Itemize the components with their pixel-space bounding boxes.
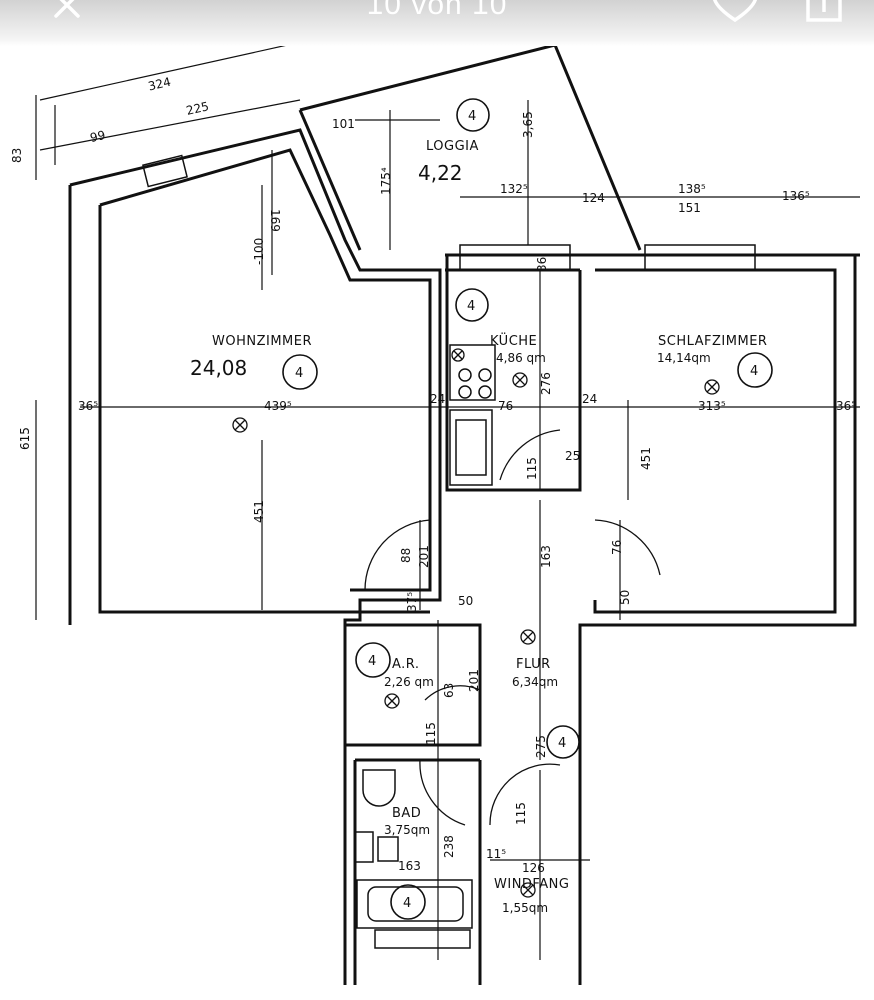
dimension-label: 37⁵ xyxy=(405,592,419,612)
dimension-label: 225 xyxy=(185,99,210,118)
dimension-label: 615 xyxy=(18,427,32,450)
room-marker-wohnzimmer: 4 xyxy=(295,366,304,381)
dimension-label: 11⁵ xyxy=(486,847,506,861)
dimension-label: 451 xyxy=(252,500,266,523)
dimension-label: 175⁴ xyxy=(379,167,393,195)
dimension-label: 201 xyxy=(417,545,431,568)
dimension-label: 324 xyxy=(147,75,172,94)
dimension-label: 63 xyxy=(442,683,456,698)
room-marker-loggia: 4 xyxy=(468,109,477,124)
windows xyxy=(142,154,756,949)
viewer-top-bar: 10 von 10 xyxy=(0,0,874,46)
dimension-label: 275 xyxy=(534,735,548,758)
room-marker-bad: 4 xyxy=(403,896,412,911)
room-area-bad: 3,75qm xyxy=(384,823,430,837)
dimension-label: 83 xyxy=(10,148,24,163)
dimension-label: 24 xyxy=(430,392,445,406)
kitchen-appliances xyxy=(449,344,496,486)
dimension-label: 126 xyxy=(522,861,545,875)
dimension-label: 25 xyxy=(565,449,580,463)
dimension-label: 132⁵ xyxy=(500,182,528,196)
room-name-kueche: KÜCHE xyxy=(490,332,537,349)
dimension-label: 50 xyxy=(618,590,632,605)
dimension-label: 36 xyxy=(535,257,549,272)
dimension-label: 138⁵ xyxy=(678,182,706,196)
heart-icon[interactable] xyxy=(710,0,760,24)
dimension-label: 50 xyxy=(458,594,473,608)
dimension-label: 115 xyxy=(525,457,539,480)
room-area-wohnzimmer: 24,08 xyxy=(190,356,247,380)
dimension-label: 163 xyxy=(539,545,553,568)
close-icon[interactable] xyxy=(48,0,88,24)
room-area-windfang: 1,55qm xyxy=(502,901,548,915)
dimension-label: 76 xyxy=(498,399,513,413)
dimension-label: -100 xyxy=(252,238,266,265)
room-area-ar: 2,26 qm xyxy=(384,675,434,689)
dimension-label: 88 xyxy=(399,548,413,563)
room-name-schlafzimmer: SCHLAFZIMMER xyxy=(658,334,767,349)
room-name-bad: BAD xyxy=(392,806,421,821)
room-name-wohnzimmer: WOHNZIMMER xyxy=(212,334,312,349)
room-area-kueche: 4,86 qm xyxy=(496,351,546,365)
dimension-label: 276 xyxy=(539,372,553,395)
dimension-lines xyxy=(35,39,860,960)
room-name-flur: FLUR xyxy=(516,657,551,672)
dimension-label: 169 xyxy=(268,209,282,232)
room-area-loggia: 4,22 xyxy=(418,161,463,185)
dimension-label: 24 xyxy=(582,392,597,406)
ceiling-light-symbols xyxy=(232,348,720,898)
room-name-ar: A.R. xyxy=(392,657,420,672)
doors xyxy=(364,429,661,826)
dimension-label: 101 xyxy=(332,117,355,131)
dimension-label: 124 xyxy=(582,191,605,205)
share-icon[interactable] xyxy=(800,0,848,24)
page-counter: 10 von 10 xyxy=(366,0,508,21)
room-name-windfang: WINDFANG xyxy=(494,877,569,892)
dimension-label: 136⁵ xyxy=(782,189,810,203)
dimension-label: 201 xyxy=(467,669,481,692)
dimension-label: 36⁵ xyxy=(78,399,98,413)
room-area-flur: 6,34qm xyxy=(512,675,558,689)
dimension-label: 163 xyxy=(398,859,421,873)
room-name-loggia: LOGGIA xyxy=(426,139,479,154)
dimension-label: 36⁵ xyxy=(836,399,856,413)
dimension-label: 99 xyxy=(89,128,107,145)
room-marker-flur: 4 xyxy=(558,736,567,751)
room-area-schlafzimmer: 14,14qm xyxy=(657,351,711,365)
dimension-label: 451 xyxy=(639,447,653,470)
room-marker-circles xyxy=(282,98,773,920)
dimension-label: 115 xyxy=(514,802,528,825)
dimension-label: 439⁵ xyxy=(264,399,292,413)
dimension-label: 115 xyxy=(424,722,438,745)
dimension-label: 238 xyxy=(442,835,456,858)
dimension-label: 3,65 xyxy=(521,111,535,138)
room-marker-ar: 4 xyxy=(368,654,377,669)
dimension-label: 313⁵ xyxy=(698,399,726,413)
room-marker-schlafzimmer: 4 xyxy=(750,364,759,379)
dimension-label: 76 xyxy=(610,540,624,555)
exterior-walls xyxy=(68,43,860,985)
room-marker-kueche: 4 xyxy=(467,299,476,314)
dimension-label: 151 xyxy=(678,201,701,215)
